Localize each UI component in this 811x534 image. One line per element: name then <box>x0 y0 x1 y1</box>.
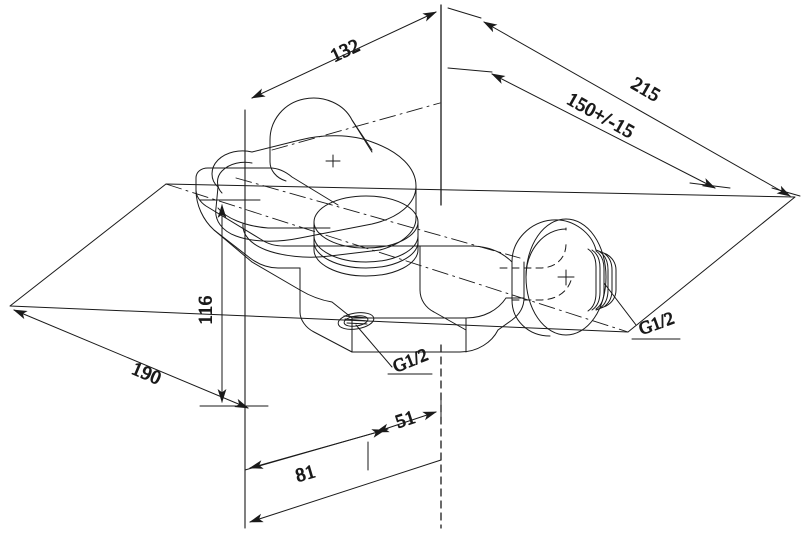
wall-vertical-edge <box>244 4 442 529</box>
dimension-116: 116 <box>195 199 269 407</box>
dimension-150: 150+/-15 <box>447 67 731 189</box>
leader-g12-right-label: G1/2 <box>636 308 677 339</box>
dimension-81: 81 <box>244 428 442 529</box>
cartridge-collar <box>313 195 419 277</box>
dimension-51: 51 <box>367 397 442 471</box>
dimension-215: 215 <box>447 7 801 197</box>
wall-plane-outline <box>9 183 796 333</box>
leader-g12-right: G1/2 <box>603 282 681 340</box>
dimension-81-label: 81 <box>293 461 318 487</box>
dimension-116-label: 116 <box>195 295 216 324</box>
dimension-215-label: 215 <box>627 73 663 106</box>
centerlines <box>165 102 629 333</box>
dimension-132-label: 132 <box>327 35 363 67</box>
dimension-51-label: 51 <box>393 407 419 433</box>
leader-g12-bottom: G1/2 <box>355 324 433 377</box>
leader-g12-bottom-label: G1/2 <box>390 344 431 376</box>
dimension-190-label: 190 <box>129 358 165 389</box>
faucet-body <box>195 167 525 353</box>
handle-center-mark <box>325 154 341 168</box>
right-inlet-assembly <box>499 218 617 337</box>
dimension-132: 132 <box>244 4 442 161</box>
